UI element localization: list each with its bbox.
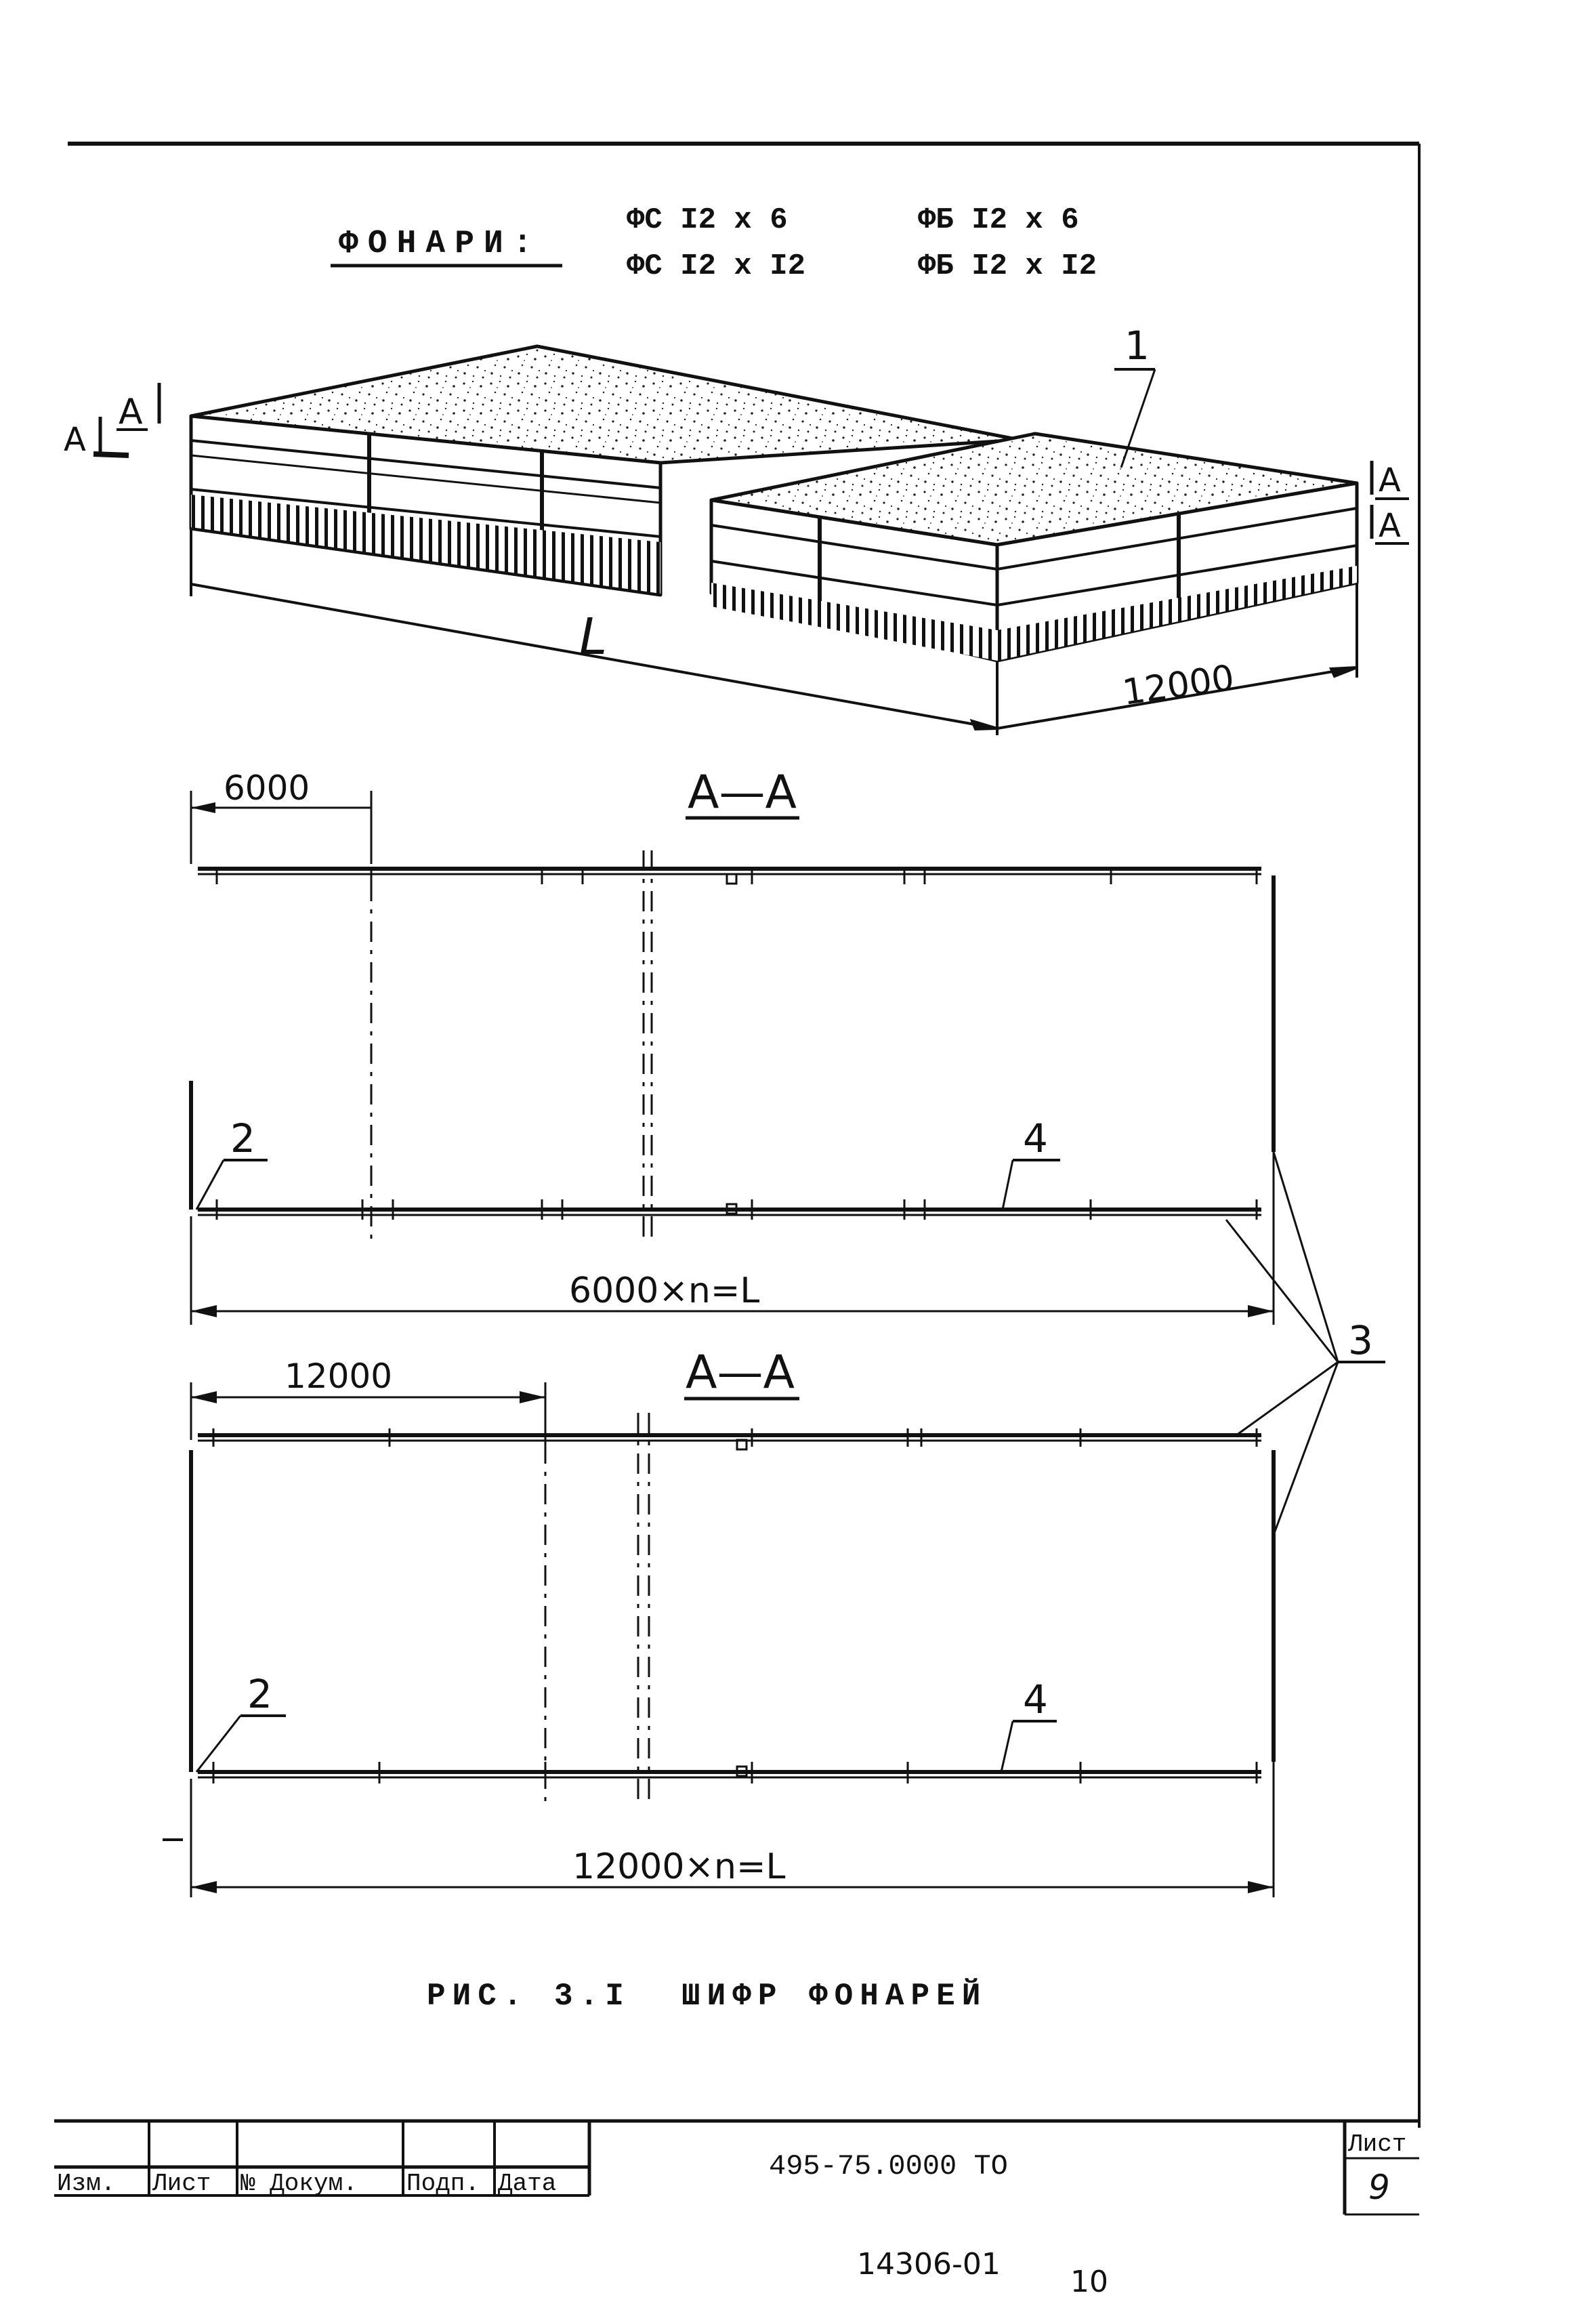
archive-number: 14306-01: [857, 2247, 1001, 2282]
section-mark-left-outer: А: [64, 421, 86, 459]
dim-width-label: 12000: [1120, 657, 1236, 713]
plan-section-top: А—А 6000: [189, 766, 1276, 1325]
callout-4-bottom: 4: [1023, 1676, 1048, 1723]
section-mark-left-inner: А: [119, 392, 143, 432]
sheet-frame: [68, 142, 1421, 2128]
section-title-bottom: А—А: [686, 1346, 795, 1399]
callout-1: 1: [1114, 323, 1156, 468]
total-dim-bottom: 12000×n=L: [572, 1847, 786, 1887]
doc-code: 495-75.0000 ТО: [769, 2150, 1008, 2183]
plan-section-bottom: А—А 12000: [163, 1346, 1276, 1897]
header-code-4: ФБ I2 x I2: [918, 249, 1097, 283]
page-number: 10: [1070, 2265, 1108, 2299]
section-mark-right-2: А: [1379, 507, 1401, 545]
total-dim-top: 6000×n=L: [569, 1271, 759, 1311]
sheet-label: Лист: [1347, 2130, 1406, 2158]
sheet-number: 9: [1368, 2168, 1390, 2207]
lantern-block-left: [189, 344, 1022, 597]
callout-3-label: 3: [1348, 1317, 1373, 1363]
right-hatch-side: [997, 566, 1357, 661]
header-block: ФОНАРИ: ФС I2 x 6 ФБ I2 x 6 ФС I2 x I2 Ф…: [331, 203, 1097, 283]
section-title-top: А—А: [688, 766, 797, 819]
col-label-izm: Изм.: [57, 2170, 115, 2198]
title-block: [54, 2119, 1419, 2216]
right-hatch-front: [711, 583, 997, 661]
span-dim-bottom: 12000: [285, 1357, 392, 1396]
col-label-data: Дата: [498, 2170, 556, 2198]
left-hatch-strip: [191, 495, 660, 595]
header-label: ФОНАРИ:: [339, 226, 542, 262]
span-dim-top: 6000: [224, 768, 310, 808]
iso-dimensions: [190, 529, 1358, 735]
callout-4-top: 4: [1023, 1115, 1048, 1161]
section-marks-iso: А А А А: [64, 383, 1409, 545]
header-code-2: ФБ I2 x 6: [918, 203, 1079, 237]
isometric-view: L 12000 А А А А 1: [64, 323, 1409, 735]
figure-caption: РИС. 3.I ШИФР ФОНАРЕЙ: [427, 1978, 987, 2014]
header-code-1: ФС I2 x 6: [627, 203, 788, 237]
callout-2-top: 2: [230, 1115, 255, 1161]
lantern-block-right: [709, 432, 1359, 663]
dim-length-label: L: [579, 608, 607, 666]
callout-3: [1225, 1151, 1385, 1532]
col-label-list: Лист: [152, 2170, 211, 2198]
header-code-3: ФС I2 x I2: [627, 249, 805, 283]
col-label-dokum: № Докум.: [240, 2170, 358, 2198]
callout-2-bottom: 2: [247, 1671, 272, 1717]
col-label-podp: Подп.: [406, 2170, 480, 2198]
callout-1-label: 1: [1125, 323, 1150, 369]
section-mark-right-1: А: [1379, 461, 1401, 499]
